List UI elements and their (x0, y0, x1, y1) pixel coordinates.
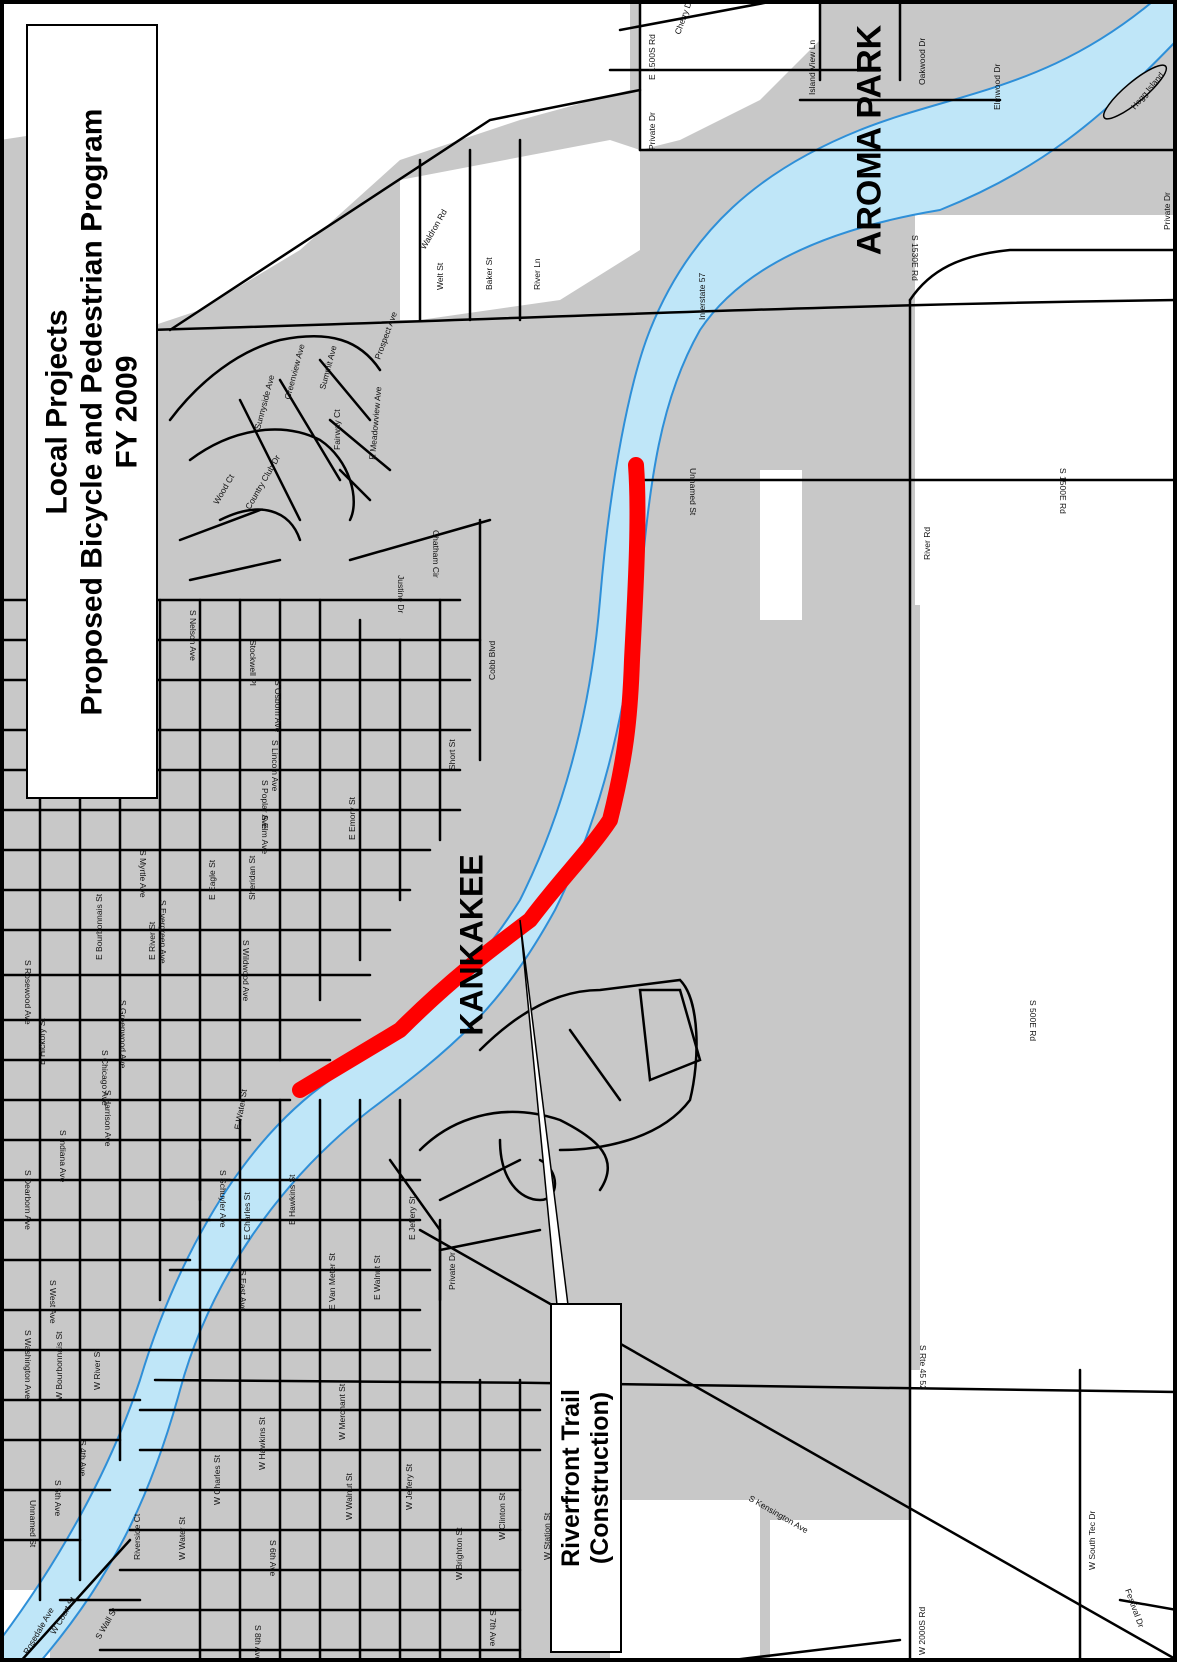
project-name: Riverfront Trail (557, 1389, 585, 1567)
road-label: E Jeffery St (407, 1196, 417, 1240)
road-label: W Charles St (212, 1454, 222, 1505)
road-label: W Station St (542, 1512, 552, 1560)
road-label: Justine Dr (396, 575, 406, 613)
road-label: S West Ave (48, 1280, 58, 1324)
road-label: S Elm Ave (260, 815, 270, 854)
project-status: (Construction) (586, 1391, 614, 1565)
road-label: Private Dr (447, 1252, 457, 1290)
road-label: S 7th Ave (488, 1610, 498, 1647)
title-line-2: Proposed Bicycle and Pedestrian Program (75, 108, 109, 715)
road-label: S 1530E Rd (910, 235, 920, 281)
road-label: River Ln (532, 258, 542, 290)
road-label: S 6th Ave (268, 1540, 278, 1577)
road-label: E 1500S Rd (647, 34, 657, 80)
road-label: S East Ave (238, 1270, 248, 1312)
road-label: S Osborn Ave (273, 680, 283, 733)
place-label-kankakee: KANKAKEE (453, 854, 490, 1036)
road-label: S Chicago Ave (100, 1050, 110, 1106)
hogg-island (1102, 64, 1168, 120)
road-label: Private Dr (647, 112, 657, 150)
road-label: S Rosewood Ave (23, 960, 33, 1025)
road-label: S Nelson Ave (188, 610, 198, 661)
road-label: W Water St (177, 1516, 187, 1560)
road-label: W Merchant St (337, 1383, 347, 1440)
road-label: S Schuyler Ave (218, 1170, 228, 1228)
road-label: S Greenwood Ave (118, 1000, 128, 1069)
road-label: E Walnut St (372, 1255, 382, 1300)
road-label: S Myrtle Ave (138, 850, 148, 898)
road-label: Elmwood Dr (992, 64, 1002, 110)
road-label: Island View Ln (807, 40, 817, 95)
road-label: Stockwell Pl (248, 640, 258, 686)
road-label: S 5th Ave (53, 1480, 63, 1517)
road-label: Cobb Blvd (487, 641, 497, 680)
project-callout-box: Riverfront Trail (Construction) (550, 1303, 622, 1653)
road-label: S 1500E Rd (1058, 468, 1068, 514)
road-label: Private Dr (1162, 192, 1172, 230)
road-label: Sheridan St (247, 855, 257, 900)
road-label: W River St (92, 1349, 102, 1390)
road-label: River Rd (922, 527, 932, 560)
road-label: E Eagle St (207, 859, 217, 900)
road-label: S Poplar Ave (260, 780, 270, 829)
road-label: S 8th Ave (253, 1625, 263, 1662)
road-label: W Brighton St (454, 1527, 464, 1580)
road-label: W Bourbonnais St (54, 1331, 64, 1400)
road-label: S 500E Rd (1028, 1000, 1038, 1041)
road-label: E Emory St (347, 796, 357, 840)
road-label: W Jeffery St (404, 1463, 414, 1510)
road-label: Unnamed St (688, 468, 698, 516)
road-label: S Wildwood Ave (241, 940, 251, 1002)
road-label: Unnamed St (28, 1500, 38, 1548)
road-label: E Hawkins St (287, 1174, 297, 1225)
place-label-aroma-park: AROMA PARK (850, 24, 889, 256)
road-label: E Hickory St (37, 1018, 47, 1065)
road-label: E Charles St (242, 1192, 252, 1240)
title-line-3: FY 2009 (110, 355, 144, 468)
road-label: Welt St (435, 262, 445, 290)
road-label: E River St (147, 921, 157, 960)
road-label: S Harrison Ave (103, 1090, 113, 1147)
map-title-box: Local Projects Proposed Bicycle and Pede… (26, 24, 158, 799)
road-label: W South Tec Dr (1087, 1510, 1097, 1570)
road-label: S 4th Ave (78, 1440, 88, 1477)
road-label: Oakwood Dr (917, 38, 927, 85)
road-label: Chatham Cir (431, 530, 441, 578)
road-label: Baker St (484, 257, 494, 290)
road-label: S Washington Ave (23, 1330, 33, 1399)
road-label: Short St (447, 739, 457, 770)
road-label: S Evergreen Ave (158, 900, 168, 964)
road-label: S Dearborn Ave (23, 1170, 33, 1230)
road-label: S Lincoln Ave (270, 740, 280, 792)
road-label: W Hawkins St (257, 1416, 267, 1470)
road-label: E Van Meter St (327, 1252, 337, 1310)
road-label: W 2000S Rd (917, 1607, 927, 1655)
road-label: Interstate 57 (697, 272, 707, 320)
road-label: E Bourbonnais St (94, 893, 104, 960)
riverfront-trail-route (292, 457, 646, 1098)
road-label: W Walnut St (344, 1472, 354, 1520)
road-label: Fairway Ct (332, 409, 342, 450)
road-label: S Rte 45 52 (918, 1345, 928, 1390)
road-label: S Indiana Ave (58, 1130, 68, 1183)
road-label: Riverside Ct (132, 1513, 142, 1560)
title-line-1: Local Projects (40, 308, 74, 515)
road-label: W Clinton St (497, 1492, 507, 1540)
